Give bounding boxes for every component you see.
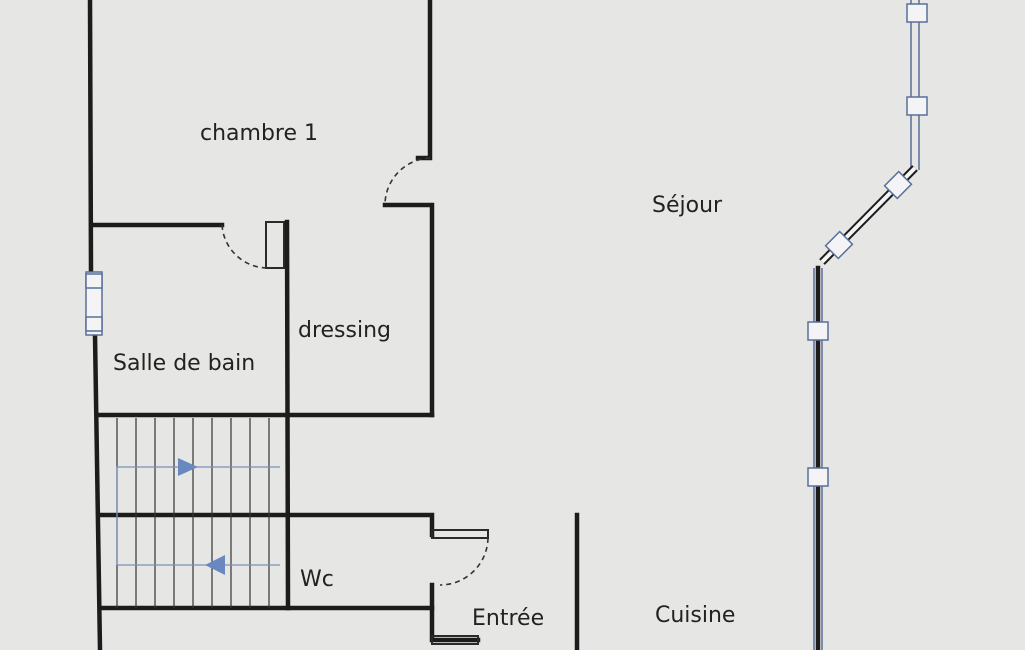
windows: [85, 0, 928, 650]
room-label-salle-de-bain: Salle de bain: [113, 351, 255, 376]
room-label-sejour: Séjour: [652, 193, 723, 218]
walls: [87, 0, 821, 650]
door-jamb: [265, 221, 285, 269]
room-label-cuisine: Cuisine: [655, 603, 735, 628]
arrow-right-icon: [178, 458, 198, 476]
arrow-left-icon: [205, 555, 225, 575]
doors: [221, 157, 489, 645]
room-label-chambre: chambre 1: [200, 121, 318, 146]
room-label-wc: Wc: [300, 567, 334, 592]
room-label-dressing: dressing: [298, 318, 391, 343]
stair-arrows: [116, 458, 280, 575]
room-label-entree: Entrée: [472, 606, 544, 631]
stairs: [116, 418, 270, 608]
